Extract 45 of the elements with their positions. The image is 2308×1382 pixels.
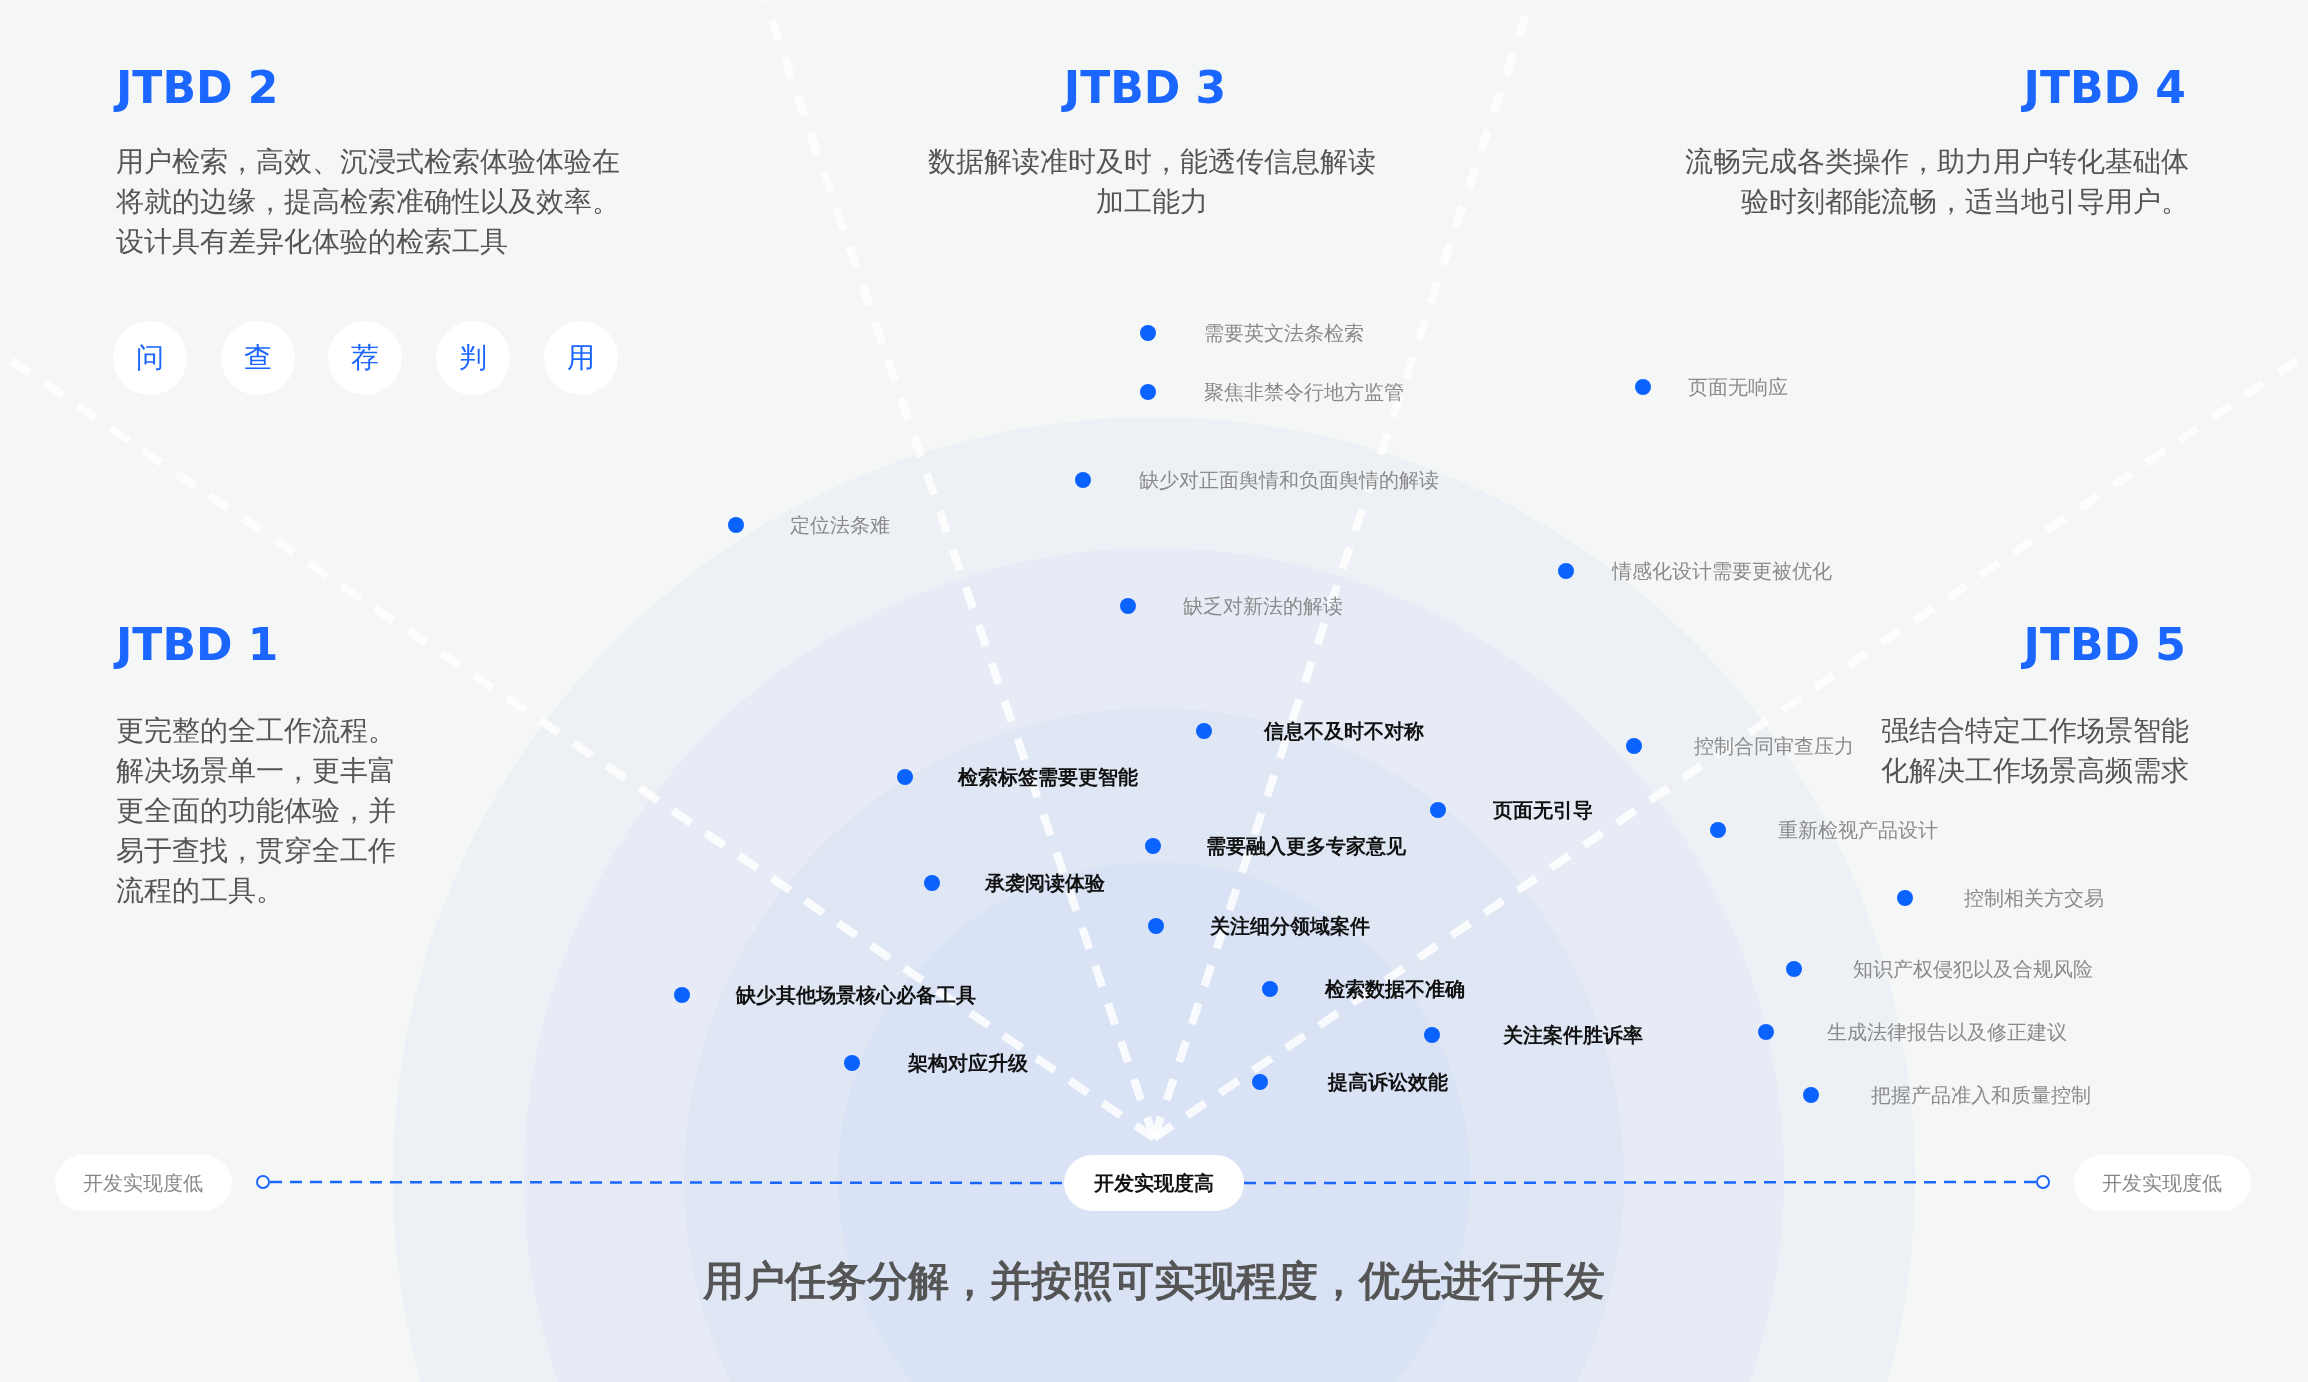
task-label: 关注案件胜诉率 — [1503, 1022, 1643, 1048]
endpoint-circle — [2036, 1175, 2050, 1189]
task-label: 重新检视产品设计 — [1778, 817, 1938, 843]
task-label: 信息不及时不对称 — [1264, 718, 1424, 744]
task-label: 缺乏对新法的解读 — [1183, 593, 1343, 619]
section-description: 强结合特定工作场景智能化解决工作场景高频需求 — [1880, 713, 2189, 789]
task-label: 知识产权侵犯以及合规风险 — [1853, 956, 2093, 982]
category-circle: 问 — [113, 321, 187, 395]
category-circle: 荐 — [328, 321, 402, 395]
task-label: 情感化设计需要更被优化 — [1612, 558, 1832, 584]
task-label: 控制相关方交易 — [1964, 885, 2104, 911]
task-label: 页面无响应 — [1688, 374, 1788, 400]
task-label: 关注细分领域案件 — [1210, 913, 1370, 939]
endpoint-circle — [256, 1175, 270, 1189]
task-label: 需要英文法条检索 — [1204, 320, 1364, 346]
dashed-connector — [270, 1180, 1064, 1185]
section-description: 更完整的全工作流程。解决场景单一，更丰富更全面的功能体验，并易于查找，贯穿全工作流程的工具。 — [116, 713, 397, 909]
section-description: 流畅完成各类操作，助力用户转化基础体验时刻都能流畅，适当地引导用户。 — [1684, 144, 2189, 220]
task-label: 生成法律报告以及修正建议 — [1827, 1019, 2067, 1045]
task-label: 缺少对正面舆情和负面舆情的解读 — [1139, 467, 1439, 493]
task-label: 聚焦非禁令行地方监管 — [1204, 379, 1404, 405]
task-label: 检索数据不准确 — [1325, 976, 1465, 1002]
diagram-caption: 用户任务分解，并按照可实现程度，优先进行开发 — [703, 1256, 1605, 1306]
task-label: 缺少其他场景核心必备工具 — [736, 982, 976, 1008]
task-label: 定位法条难 — [790, 512, 890, 538]
section-description: 数据解读准时及时，能透传信息解读加工能力 — [927, 144, 1377, 220]
task-label: 把握产品准入和质量控制 — [1871, 1082, 2091, 1108]
task-label: 页面无引导 — [1493, 797, 1593, 823]
task-label: 承袭阅读体验 — [985, 870, 1105, 896]
task-label: 检索标签需要更智能 — [958, 764, 1138, 790]
category-circle: 判 — [436, 321, 510, 395]
section-heading: JTBD 4 — [2023, 63, 2186, 113]
category-circle: 用 — [544, 321, 618, 395]
dashed-connector — [1244, 1180, 2036, 1185]
category-circle: 查 — [221, 321, 295, 395]
task-label: 控制合同审查压力 — [1694, 733, 1854, 759]
scale-pill: 开发实现度低 — [54, 1155, 232, 1211]
task-label: 提高诉讼效能 — [1328, 1069, 1448, 1095]
section-heading: JTBD 3 — [1063, 63, 1227, 113]
task-label: 架构对应升级 — [908, 1050, 1028, 1076]
task-label: 需要融入更多专家意见 — [1206, 833, 1406, 859]
section-heading: JTBD 5 — [2023, 620, 2186, 670]
scale-pill: 开发实现度低 — [2073, 1155, 2251, 1211]
section-description: 用户检索，高效、沉浸式检索体验体验在将就的边缘，提高检索准确性以及效率。设计具有差异化体验的检索工具 — [116, 144, 621, 260]
scale-pill: 开发实现度高 — [1064, 1155, 1244, 1211]
